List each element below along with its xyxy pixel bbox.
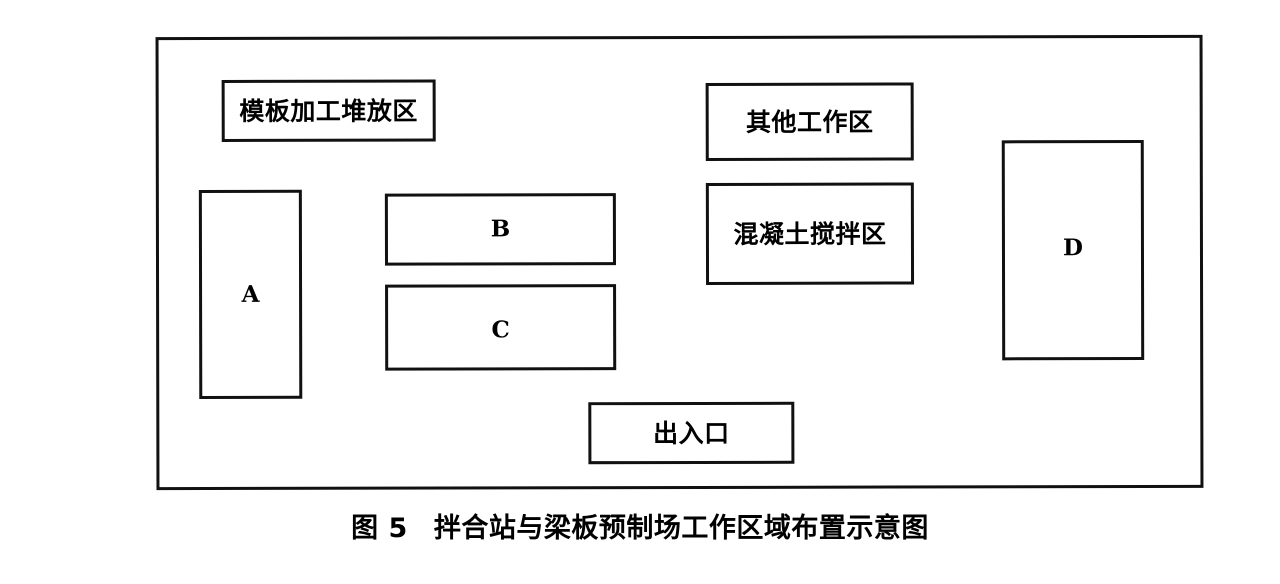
zone-a-label: A: [241, 280, 260, 308]
zone-d-label: D: [1062, 233, 1083, 261]
zone-concrete-mixing-area-label: 混凝土搅拌区: [733, 219, 887, 249]
zone-b: B: [384, 193, 617, 266]
figure-caption-title: 拌合站与梁板预制场工作区域布置示意图: [433, 513, 929, 544]
site-boundary-frame: 模板加工堆放区 A B C 出入口 其他工作区 混凝土搅拌区 D: [155, 34, 1204, 491]
zone-concrete-mixing-area: 混凝土搅拌区: [705, 182, 915, 285]
figure-caption-number: 图 5: [351, 513, 408, 544]
zone-entrance-exit: 出入口: [588, 401, 795, 465]
zone-b-label: B: [490, 214, 511, 242]
zone-a: A: [198, 189, 303, 400]
zone-other-work-area-label: 其他工作区: [745, 107, 874, 137]
zone-other-work-area: 其他工作区: [705, 82, 914, 161]
zone-d: D: [1001, 140, 1145, 361]
zone-formwork-processing-storage: 模板加工堆放区: [221, 79, 436, 142]
zone-formwork-label: 模板加工堆放区: [239, 96, 418, 126]
zone-entrance-exit-label: 出入口: [653, 418, 730, 448]
figure-caption: 图 5 拌合站与梁板预制场工作区域布置示意图: [0, 506, 1280, 545]
zone-c: C: [385, 284, 617, 371]
zone-c-label: C: [491, 315, 510, 343]
